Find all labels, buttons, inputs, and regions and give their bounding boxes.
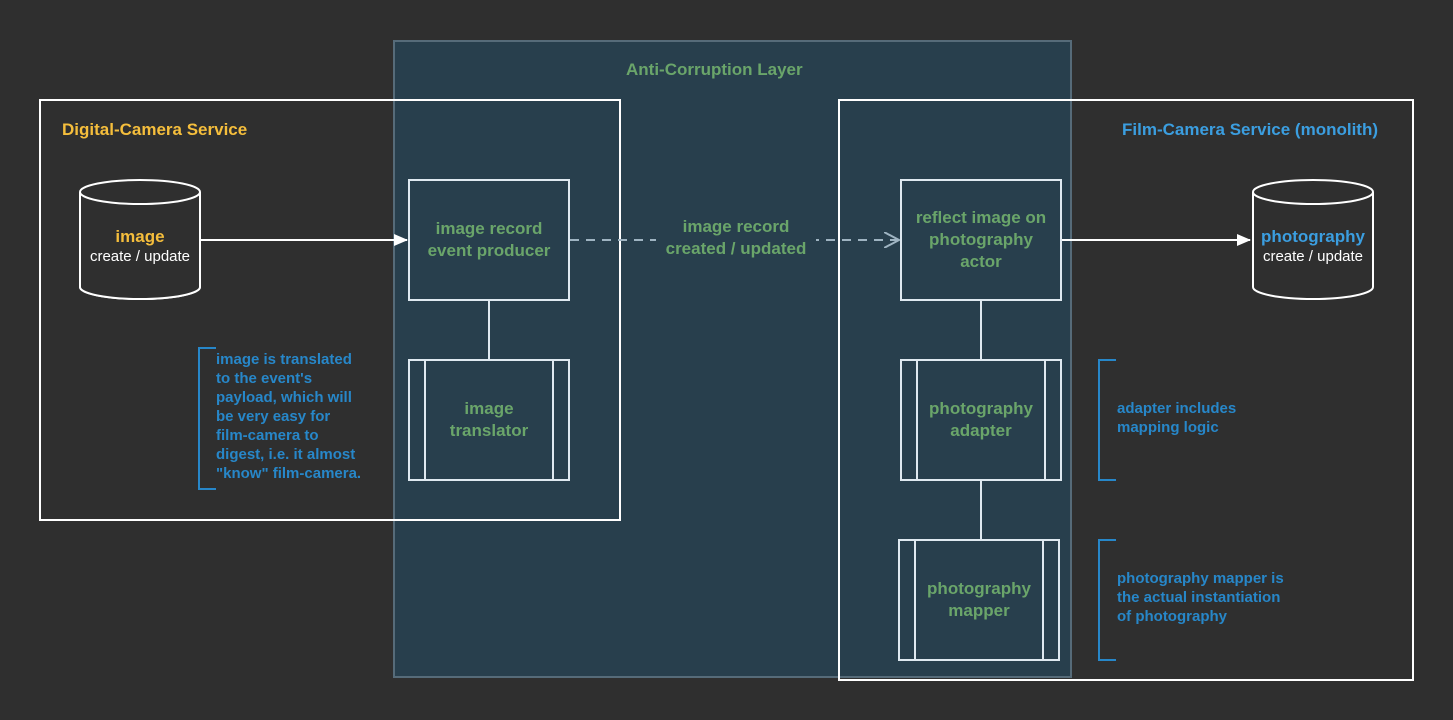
digital-camera-service-title: Digital-Camera Service xyxy=(62,120,248,139)
film-camera-service-boundary xyxy=(838,99,1414,681)
photography-db-action: create / update xyxy=(1262,248,1364,265)
mapper-note-bracket xyxy=(1098,539,1116,661)
film-camera-service-title: Film-Camera Service (monolith) xyxy=(1122,120,1379,139)
database-cylinder-icon xyxy=(1252,179,1374,300)
image-record-event-producer-node: image record event producer xyxy=(408,179,570,301)
translator-note-bracket xyxy=(198,347,216,490)
photography-database: photography create / update xyxy=(1252,179,1374,301)
photography-db-name: photography xyxy=(1261,227,1365,246)
reflect-image-actor-node: reflect image on photography actor xyxy=(900,179,1062,301)
translator-note: image is translated to the event's paylo… xyxy=(216,351,362,482)
image-db-name: image xyxy=(115,227,165,246)
digital-camera-service-boundary xyxy=(39,99,621,521)
acl-title: Anti-Corruption Layer xyxy=(626,60,803,79)
image-database: image create / update xyxy=(79,179,201,301)
image-db-action: create / update xyxy=(89,248,191,265)
photography-mapper-node: photography mapper xyxy=(898,539,1060,661)
database-cylinder-icon xyxy=(79,179,201,300)
adapter-note-bracket xyxy=(1098,359,1116,481)
adapter-note: adapter includes mapping logic xyxy=(1117,400,1237,436)
edge-label-record-event: image record created / updated xyxy=(656,216,816,260)
photography-adapter-node: photography adapter xyxy=(900,359,1062,481)
mapper-note: photography mapper is the actual instant… xyxy=(1117,570,1284,625)
image-translator-node: image translator xyxy=(408,359,570,481)
